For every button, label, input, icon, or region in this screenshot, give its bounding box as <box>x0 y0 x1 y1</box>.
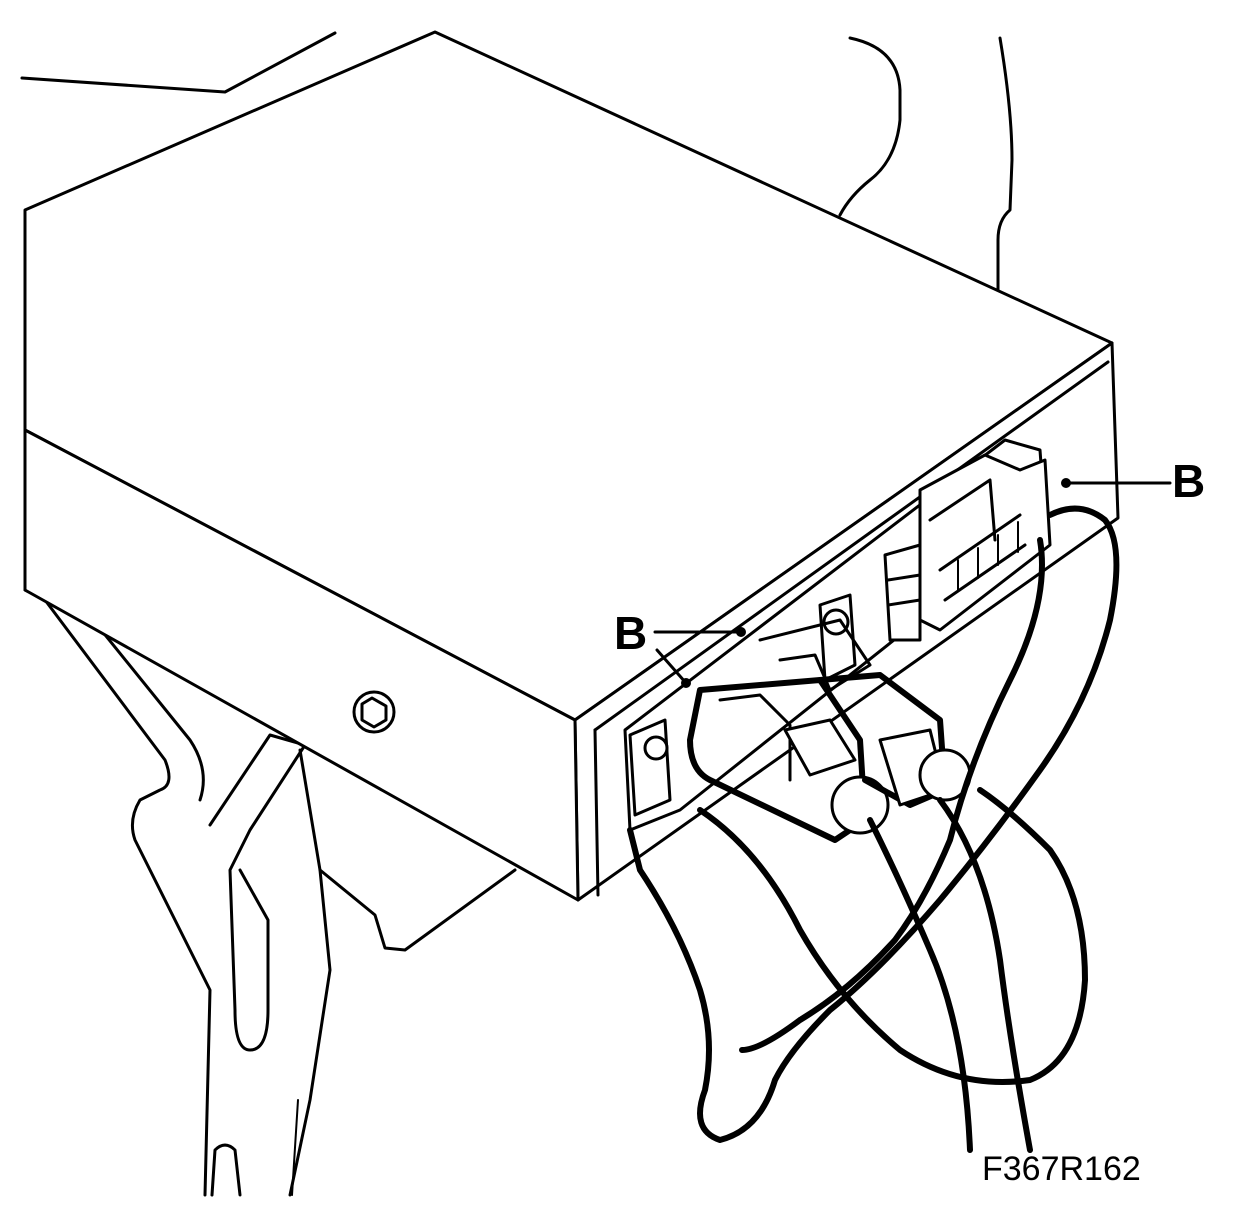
figure-code-label: F367R162 <box>982 1150 1141 1188</box>
lower-connector-right <box>758 618 972 808</box>
callout-leader-left <box>653 627 746 688</box>
lower-connector-left <box>687 677 890 843</box>
mounting-bracket <box>23 588 517 1197</box>
multi-pin-connector <box>883 453 1052 642</box>
callout-label-b-right: B <box>1172 455 1206 507</box>
background-trim-outline <box>20 31 1014 292</box>
callout-leader-right <box>1061 478 1172 488</box>
callout-label-b-left: B <box>614 607 648 659</box>
wiring-harness <box>627 505 1120 1153</box>
connector-screw-left <box>628 718 672 817</box>
side-screw <box>352 690 396 734</box>
